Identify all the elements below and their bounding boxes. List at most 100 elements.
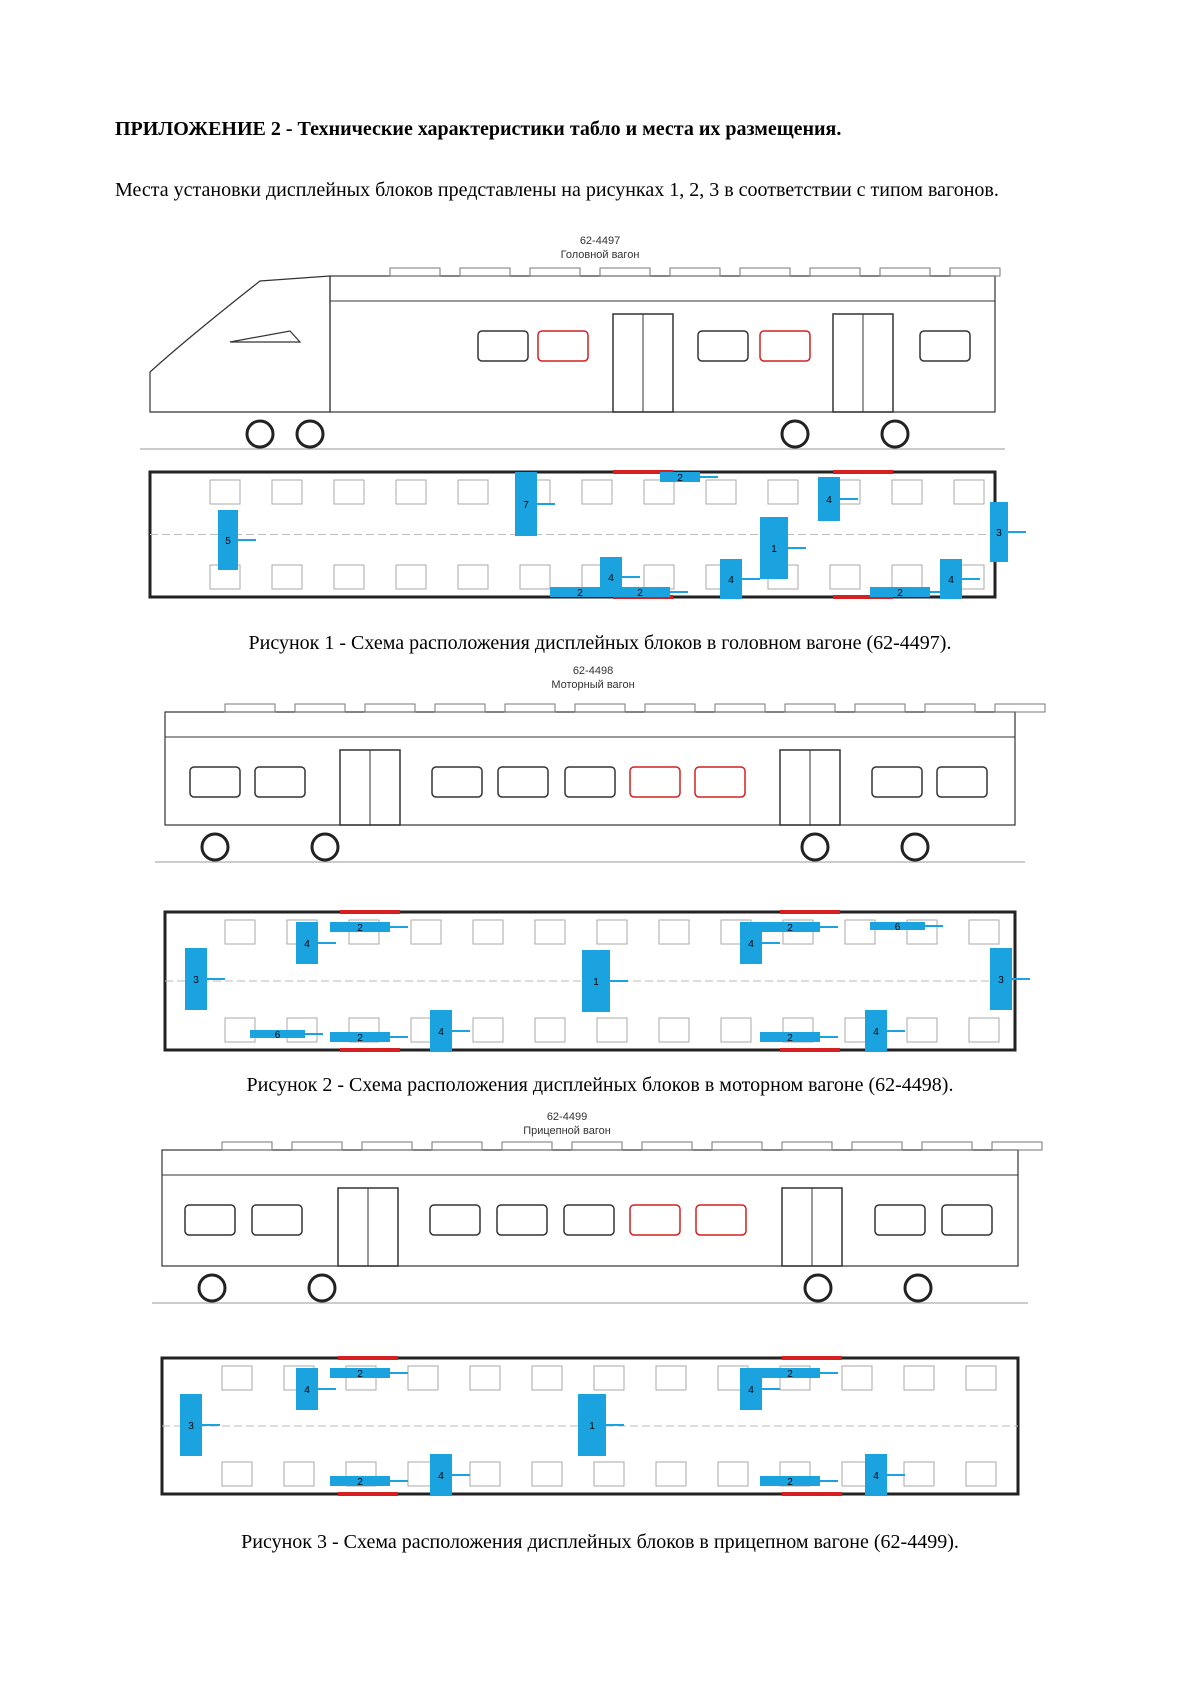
seat <box>531 1461 563 1487</box>
seat <box>829 564 861 590</box>
window <box>871 766 923 798</box>
roof-equipment <box>879 267 931 277</box>
seat <box>906 1017 938 1043</box>
display-block-number: 1 <box>589 1421 595 1432</box>
roof-equipment <box>644 703 696 713</box>
seat <box>767 479 799 505</box>
wheel <box>200 832 230 862</box>
display-block-number: 2 <box>787 923 793 934</box>
roof-equipment <box>224 703 276 713</box>
display-block <box>185 948 207 1010</box>
seat <box>968 1017 1000 1043</box>
plan-door <box>613 470 673 474</box>
seat <box>407 1365 439 1391</box>
display-block-number: 4 <box>728 575 734 586</box>
display-block-number: 2 <box>357 1477 363 1488</box>
window <box>254 766 306 798</box>
display-block <box>818 477 840 521</box>
display-block-number: 4 <box>748 1385 754 1396</box>
window <box>497 766 549 798</box>
display-block-number: 4 <box>438 1471 444 1482</box>
seat <box>903 1461 935 1487</box>
seat <box>283 1461 315 1487</box>
wheel <box>803 1273 833 1303</box>
window <box>936 766 988 798</box>
display-block-number: 2 <box>787 1369 793 1380</box>
display-block <box>760 1476 820 1486</box>
display-block-number: 4 <box>873 1027 879 1038</box>
seat <box>658 919 690 945</box>
seat <box>221 1461 253 1487</box>
window <box>429 1204 481 1236</box>
window <box>564 766 616 798</box>
display-block <box>610 587 670 597</box>
plan-door <box>782 1356 842 1360</box>
roof-equipment <box>459 267 511 277</box>
roof-equipment <box>991 1141 1043 1151</box>
display-block-number: 5 <box>225 536 231 547</box>
roof-equipment <box>434 703 486 713</box>
seat <box>891 564 923 590</box>
seat <box>519 564 551 590</box>
seat <box>333 564 365 590</box>
roof-equipment <box>669 267 721 277</box>
display-block <box>330 1368 390 1378</box>
seat <box>271 479 303 505</box>
display-block <box>515 472 537 536</box>
window <box>184 1204 236 1236</box>
seat <box>593 1365 625 1391</box>
display-block-number: 2 <box>357 923 363 934</box>
display-block <box>296 922 318 964</box>
seat <box>209 479 241 505</box>
roof-equipment <box>291 1141 343 1151</box>
plan-door <box>782 1492 842 1496</box>
seat <box>581 479 613 505</box>
display-block <box>760 1368 820 1378</box>
display-block-number: 3 <box>193 975 199 986</box>
seat <box>891 479 923 505</box>
seat <box>596 1017 628 1043</box>
display-block <box>870 922 925 930</box>
seat <box>457 479 489 505</box>
roof-equipment <box>924 703 976 713</box>
window <box>496 1204 548 1236</box>
roof-equipment <box>431 1141 483 1151</box>
wheel <box>310 832 340 862</box>
display-block <box>180 1394 202 1456</box>
roof-equipment <box>714 703 766 713</box>
display-block-number: 2 <box>637 588 643 599</box>
display-block-number: 4 <box>748 939 754 950</box>
roof-equipment <box>854 703 906 713</box>
display-block <box>218 510 238 570</box>
display-block <box>582 950 610 1012</box>
roof-equipment <box>711 1141 763 1151</box>
seat <box>410 919 442 945</box>
roof-equipment <box>504 703 556 713</box>
seat <box>705 479 737 505</box>
seat <box>333 479 365 505</box>
display-block <box>330 1032 390 1042</box>
display-block <box>578 1394 606 1456</box>
wheel <box>307 1273 337 1303</box>
display-block-number: 3 <box>188 1421 194 1432</box>
display-block <box>296 1368 318 1410</box>
seat <box>658 1017 690 1043</box>
display-block-number: 2 <box>357 1369 363 1380</box>
display-block-number: 2 <box>677 473 683 484</box>
wheel <box>197 1273 227 1303</box>
seat <box>472 1017 504 1043</box>
seat <box>655 1365 687 1391</box>
window <box>251 1204 303 1236</box>
display-block <box>720 559 742 599</box>
display-block-number: 2 <box>897 588 903 599</box>
display-block-number: 2 <box>787 1033 793 1044</box>
page-heading: ПРИЛОЖЕНИЕ 2 - Технические характеристик… <box>115 118 842 140</box>
display-block-number: 4 <box>608 573 614 584</box>
seat <box>906 919 938 945</box>
roof-equipment <box>221 1141 273 1151</box>
